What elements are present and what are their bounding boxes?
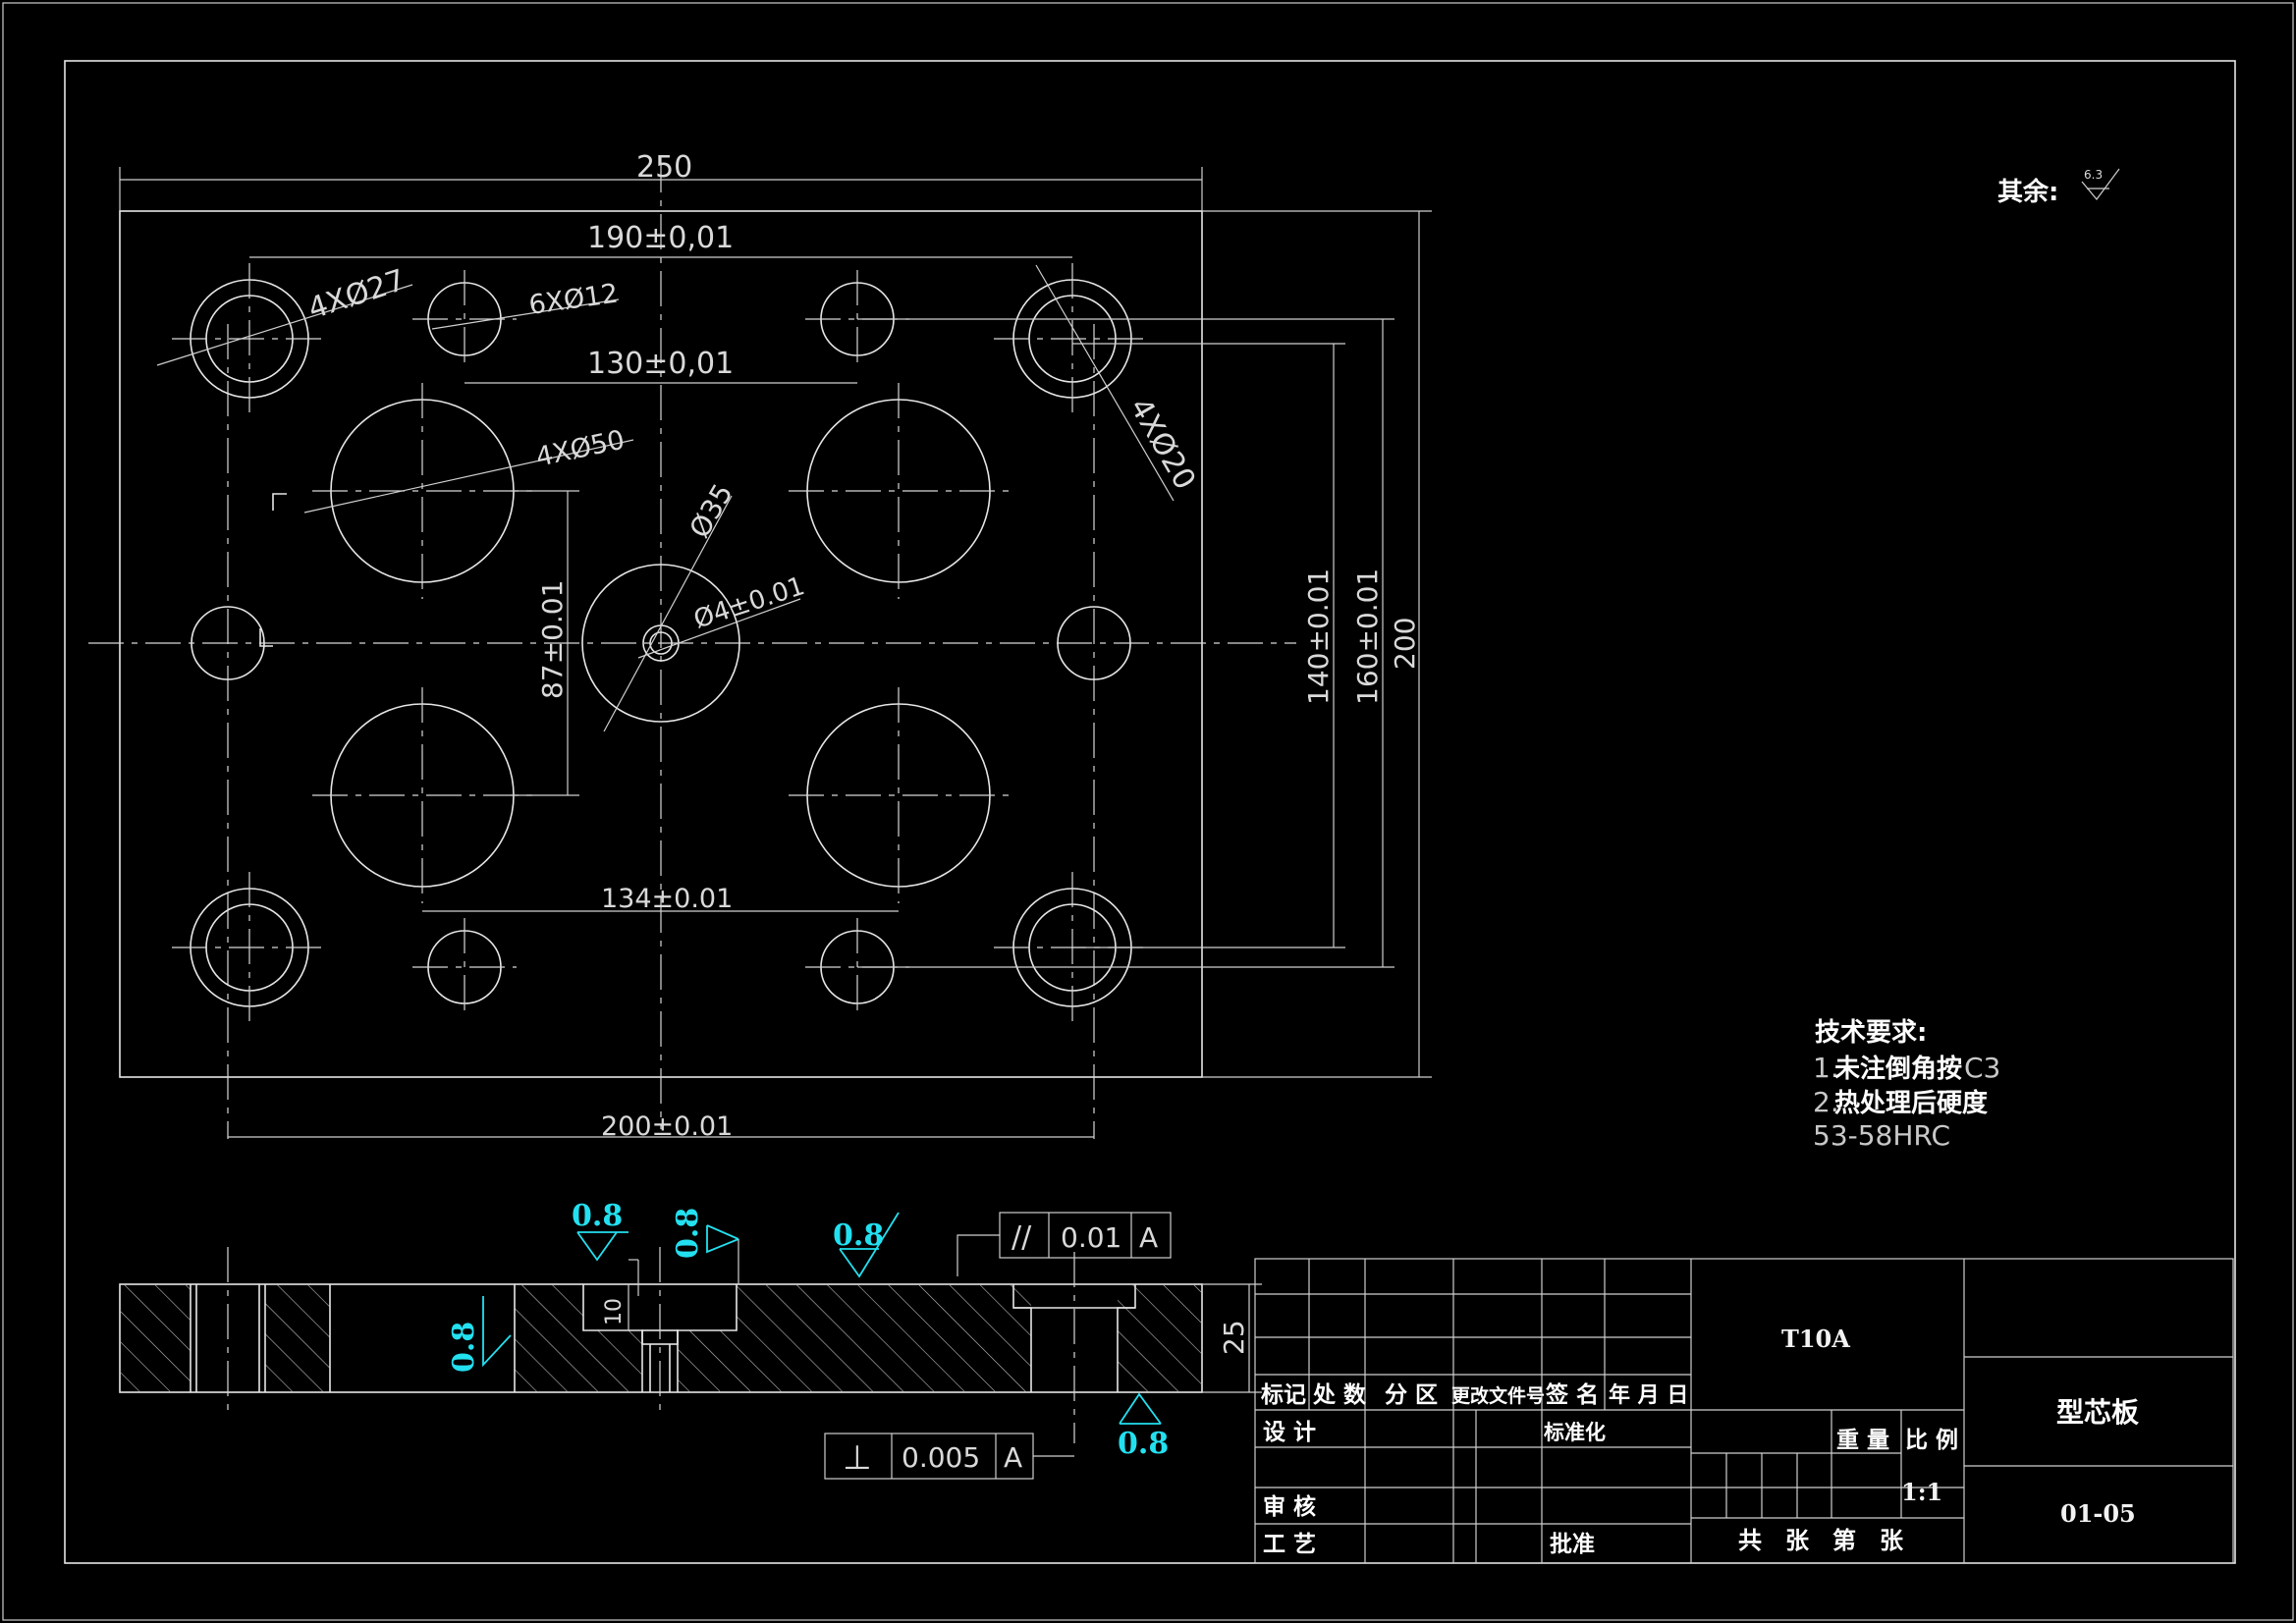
roughness-note-label: 其余: [1997,177,2058,207]
title-block [1254,1258,2234,1564]
sheet-info: 共 张 第 张 [1738,1527,1904,1554]
dim-190: 190±0,01 [587,221,734,255]
finish-4: 0.8 [447,1322,481,1373]
corner-hole-tr [994,263,1151,412]
callout-4x27: 4XØ27 [304,263,410,327]
section-view: 25 10 [119,1247,1262,1443]
col-biaoji: 标记 [1261,1382,1306,1408]
tech-item1-suffix: C3 [1964,1052,2000,1084]
callout-35: Ø35 [683,478,738,543]
col-qianming: 签 名 [1545,1381,1599,1408]
col-gengai: 更改文件号 [1451,1384,1545,1407]
small-holes [191,270,1131,1016]
finish-5: 0.8 [1118,1427,1169,1461]
row-biaozhunhua: 标准化 [1544,1421,1606,1444]
inner-border [64,60,2236,1564]
dim-200-vertical: 200 [1389,618,1421,670]
corner-hole-bl [172,872,329,1023]
corner-hole-tl [172,263,329,412]
weight-label: 重 量 [1836,1428,1889,1453]
dim-200-horizontal: 200±0.01 [601,1111,733,1142]
dim-134: 134±0.01 [601,884,733,914]
perpendicular-tolerance-frame [824,1433,1074,1480]
col-fenqu: 分 区 [1385,1382,1438,1408]
row-pizhun: 批准 [1550,1532,1595,1557]
scale-label: 比 例 [1905,1428,1958,1453]
row-gongyi: 工 艺 [1263,1532,1316,1557]
parallel-symbol: // [1011,1220,1032,1255]
dim-140: 140±0.01 [1302,568,1335,705]
drawing-number: 01-05 [2060,1499,2136,1528]
parallel-value: 0.01 [1061,1221,1121,1254]
dim-87: 87±0.01 [536,580,569,699]
perpendicular-value: 0.005 [902,1441,980,1474]
section-depth: 10 [602,1298,627,1325]
tech-item2-prefix: 2. [1813,1086,1839,1118]
perpendicular-datum: A [1004,1441,1022,1474]
callout-4x50: 4XØ50 [533,425,628,473]
scale-value: 1:1 [1901,1478,1942,1506]
col-chushu: 处 数 [1312,1382,1367,1408]
material: T10A [1781,1325,1850,1353]
tech-requirements: 技术要求: 1. 未注倒角按 C3 2. 热处理后硬度 53-58HRC [1813,1018,2000,1152]
finish-2: 0.8 [671,1208,705,1259]
row-sheji: 设 计 [1263,1420,1316,1445]
roughness-note-value: 6.3 [2084,168,2103,182]
dim-130: 130±0,01 [587,347,734,381]
part-name: 型芯板 [2056,1396,2139,1429]
row-shenhe: 审 核 [1263,1493,1316,1520]
tech-item1-prefix: 1. [1813,1052,1839,1084]
dim-lines [119,167,1432,1138]
finish-3: 0.8 [833,1218,884,1253]
tech-item1-text: 未注倒角按 [1834,1054,1962,1084]
col-nianyueri: 年 月 日 [1609,1382,1688,1408]
tech-title: 技术要求: [1815,1018,1927,1048]
dim-160: 160±0.01 [1351,568,1384,705]
parallel-datum: A [1139,1221,1158,1254]
callout-6x12: 6XØ12 [527,279,621,321]
section-thickness: 25 [1218,1320,1250,1355]
tech-item2-value: 53-58HRC [1813,1119,1950,1152]
roughness-symbol-icon [2081,168,2120,200]
callout-4x20: 4XØ20 [1122,393,1202,496]
plan-view: 250 190±0,01 130±0,01 134±0.01 200±0.01 … [88,150,1432,1142]
perpendicular-symbol: ⊥ [843,1438,872,1478]
finish-1: 0.8 [572,1199,623,1233]
surface-finish-symbols [482,1212,1162,1425]
tech-item2-text: 热处理后硬度 [1834,1088,1988,1118]
parallel-tolerance-frame [957,1212,1172,1276]
dim-250: 250 [636,150,692,185]
